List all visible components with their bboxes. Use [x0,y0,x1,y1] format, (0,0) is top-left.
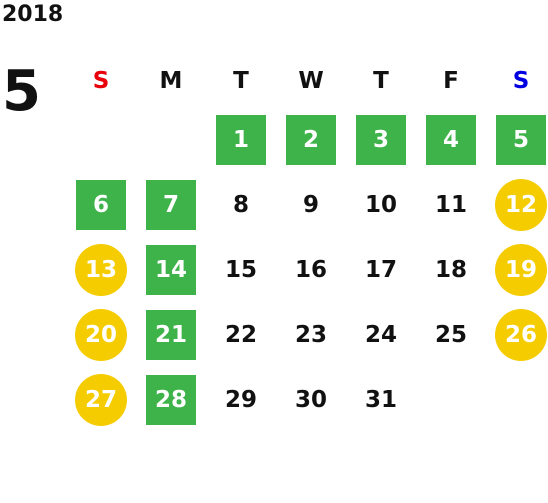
day-cell[interactable]: 24 [346,302,416,367]
day-21: 21 [146,309,196,360]
day-cell[interactable]: 3 [346,107,416,172]
day-5: 5 [496,114,546,165]
day-4: 4 [426,114,476,165]
day-cell[interactable]: 7 [136,172,206,237]
day-13: 13 [75,243,127,296]
day-27: 27 [75,373,127,426]
empty-cell [136,107,206,172]
day-cell[interactable]: 30 [276,367,346,432]
weekday-header-sat: S [512,68,530,94]
day-9: 9 [302,191,319,218]
day-24: 24 [364,321,397,348]
weekday-header-fri: F [443,68,459,94]
weekday-header-tue: T [233,68,249,94]
day-12: 12 [495,178,547,231]
day-cell[interactable]: 25 [416,302,486,367]
day-cell[interactable]: 22 [206,302,276,367]
day-20: 20 [75,308,127,361]
day-7: 7 [146,179,196,230]
day-cell[interactable]: 9 [276,172,346,237]
day-cell[interactable]: 21 [136,302,206,367]
weekday-header-wed: W [298,68,324,94]
day-15: 15 [224,256,257,283]
day-cell[interactable]: 15 [206,237,276,302]
weekday-header-thu: T [373,68,389,94]
day-cell[interactable]: 18 [416,237,486,302]
day-cell[interactable]: 13 [66,237,136,302]
day-22: 22 [224,321,257,348]
day-cell[interactable]: 28 [136,367,206,432]
day-cell[interactable]: 2 [276,107,346,172]
day-8: 8 [232,191,249,218]
empty-cell [66,107,136,172]
day-cell[interactable]: 14 [136,237,206,302]
day-cell[interactable]: 27 [66,367,136,432]
day-cell[interactable]: 19 [486,237,548,302]
year-label: 2018 [2,2,64,27]
day-cell[interactable]: 5 [486,107,548,172]
day-10: 10 [364,191,397,218]
day-30: 30 [294,386,327,413]
day-cell[interactable]: 11 [416,172,486,237]
day-17: 17 [364,256,397,283]
day-26: 26 [495,308,547,361]
day-cell[interactable]: 16 [276,237,346,302]
day-18: 18 [434,256,467,283]
weekday-header-sun: S [92,68,110,94]
day-cell[interactable]: 20 [66,302,136,367]
day-cell[interactable]: 4 [416,107,486,172]
day-cell[interactable]: 26 [486,302,548,367]
day-cell[interactable]: 29 [206,367,276,432]
day-23: 23 [294,321,327,348]
weekday-header-mon: M [159,68,183,94]
day-cell[interactable]: 1 [206,107,276,172]
day-cell[interactable]: 17 [346,237,416,302]
day-cell[interactable]: 12 [486,172,548,237]
month-number: 5 [2,59,41,124]
day-14: 14 [146,244,196,295]
day-6: 6 [76,179,126,230]
day-cell[interactable]: 23 [276,302,346,367]
day-2: 2 [286,114,336,165]
day-3: 3 [356,114,406,165]
day-cell[interactable]: 10 [346,172,416,237]
day-cell[interactable]: 6 [66,172,136,237]
day-11: 11 [434,191,467,218]
day-31: 31 [364,386,397,413]
day-cell[interactable]: 8 [206,172,276,237]
day-19: 19 [495,243,547,296]
day-25: 25 [434,321,467,348]
day-28: 28 [146,374,196,425]
day-1: 1 [216,114,266,165]
day-29: 29 [224,386,257,413]
day-16: 16 [294,256,327,283]
day-cell[interactable]: 31 [346,367,416,432]
